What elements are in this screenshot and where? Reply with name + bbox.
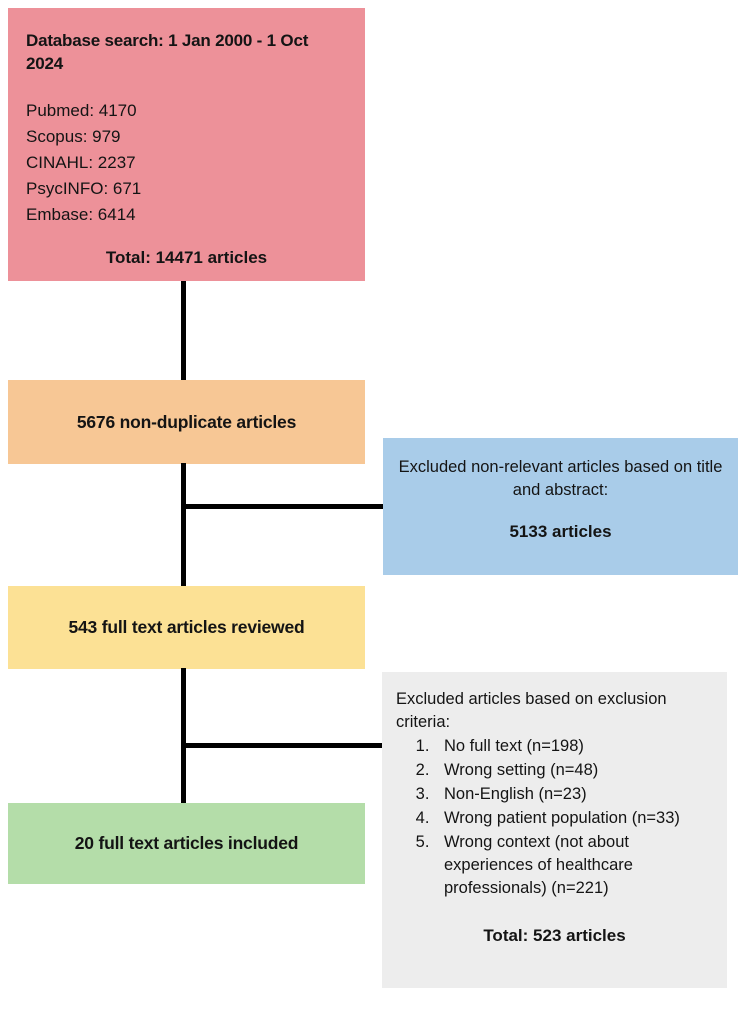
excluded-title-abstract-heading: Excluded non-relevant articles based on …	[398, 458, 723, 500]
exclusion-criteria-item: Wrong patient population (n=33)	[434, 807, 713, 830]
connector-nonduplicate-to-excluded-title	[181, 504, 384, 509]
included-articles-box: 20 full text articles included	[8, 803, 365, 884]
database-count-item: Scopus: 979	[26, 126, 121, 146]
database-count-item: CINAHL: 2237	[26, 152, 136, 172]
excluded-criteria-heading: Excluded articles based on exclusion cri…	[396, 690, 667, 731]
database-count-item: Pubmed: 4170	[26, 100, 137, 120]
excluded-criteria-box: Excluded articles based on exclusion cri…	[382, 672, 727, 988]
connector-search-to-nonduplicate	[181, 281, 186, 381]
included-articles-label: 20 full text articles included	[74, 833, 299, 853]
exclusion-criteria-item: Wrong setting (n=48)	[434, 759, 713, 782]
nonduplicate-articles-label: 5676 non-duplicate articles	[76, 411, 297, 432]
database-search-total: Total: 14471 articles	[105, 247, 268, 267]
nonduplicate-articles-box: 5676 non-duplicate articles	[8, 380, 365, 464]
database-count-item: PsycINFO: 671	[26, 178, 142, 198]
exclusion-criteria-item: Wrong context (not about experiences of …	[434, 831, 713, 900]
connector-nonduplicate-to-fulltext	[181, 463, 186, 587]
fulltext-reviewed-box: 543 full text articles reviewed	[8, 586, 365, 669]
exclusion-criteria-list: No full text (n=198) Wrong setting (n=48…	[396, 735, 713, 901]
database-search-box: Database search: 1 Jan 2000 - 1 Oct 2024…	[8, 8, 365, 281]
excluded-criteria-total: Total: 523 articles	[483, 926, 626, 946]
exclusion-criteria-item: No full text (n=198)	[434, 735, 713, 758]
excluded-title-abstract-box: Excluded non-relevant articles based on …	[383, 438, 738, 575]
fulltext-reviewed-label: 543 full text articles reviewed	[68, 617, 305, 637]
database-counts-list: Pubmed: 4170 Scopus: 979 CINAHL: 2237 Ps…	[26, 98, 347, 228]
excluded-title-abstract-count: 5133 articles	[509, 521, 612, 541]
connector-fulltext-to-excluded-criteria	[181, 743, 383, 748]
database-count-item: Embase: 6414	[26, 204, 136, 224]
database-search-title: Database search: 1 Jan 2000 - 1 Oct 2024	[26, 31, 309, 73]
connector-fulltext-to-included	[181, 668, 186, 804]
exclusion-criteria-item: Non-English (n=23)	[434, 783, 713, 806]
